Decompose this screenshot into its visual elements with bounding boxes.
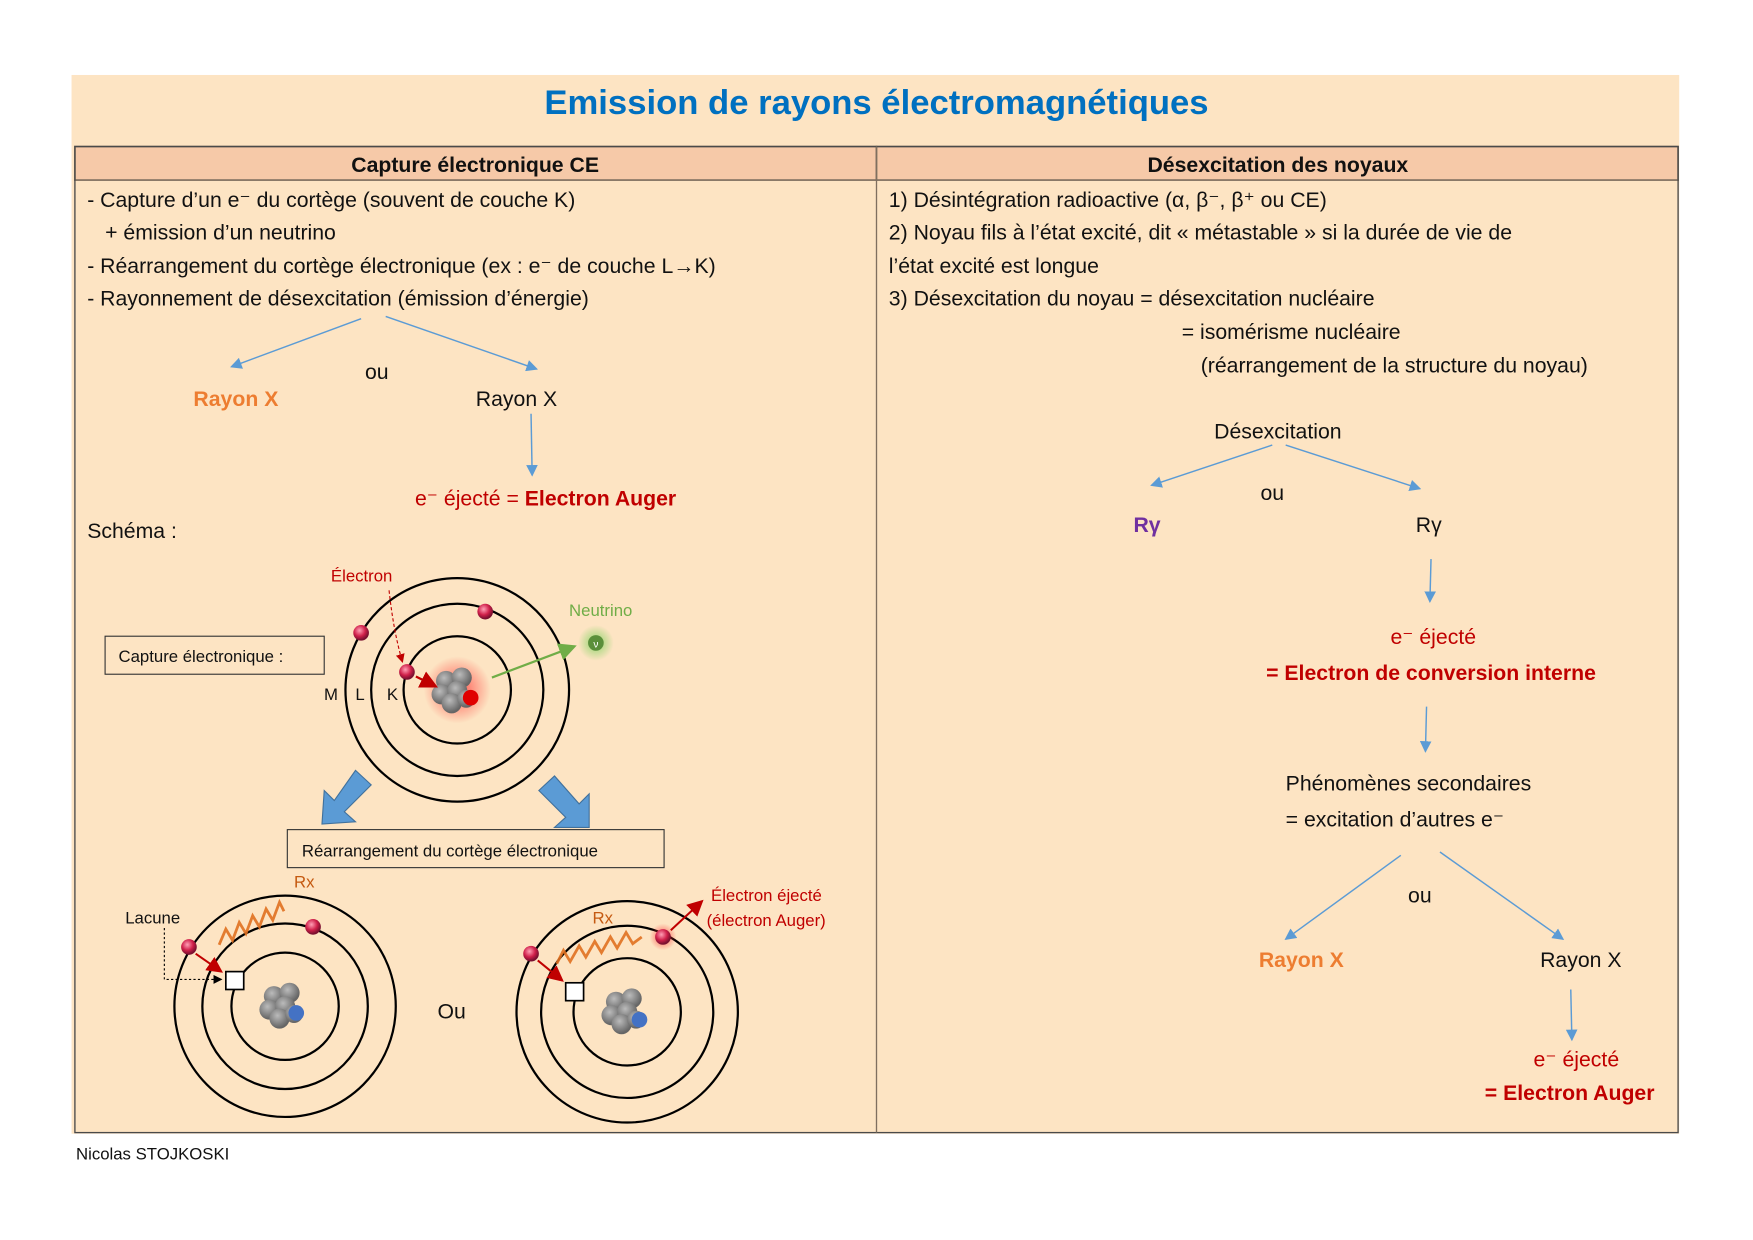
ejected-prefix: e⁻ éjecté =: [415, 486, 525, 510]
left-line-4: - Rayonnement de désexcitation (émission…: [87, 286, 589, 310]
page-background: [71, 74, 1680, 1134]
arrow-down: [526, 413, 538, 477]
electron-l: [477, 603, 494, 620]
page-title: Emission de rayons électromagnétiques: [544, 84, 1208, 122]
conversion-label: = Electron de conversion interne: [1266, 661, 1596, 685]
or-label-2: ou: [1408, 883, 1432, 907]
ejected-label-2: (électron Auger): [707, 911, 826, 930]
arrow-down: [1419, 706, 1432, 753]
big-arrow-right: [538, 775, 590, 828]
atom-rx: [163, 894, 397, 1119]
right-line-6: (réarrangement de la structure du noyau): [1201, 353, 1588, 377]
r-gamma-purple: Rγ: [1133, 513, 1160, 537]
schema-label: Schéma :: [87, 519, 177, 543]
rx-wave: [555, 929, 643, 965]
secondary-line-1: Phénomènes secondaires: [1286, 771, 1532, 795]
rx-wave: [217, 898, 286, 946]
arrow-left: [230, 318, 362, 369]
capture-box: [104, 635, 325, 675]
electron-label: Électron: [331, 566, 392, 585]
electron: [305, 919, 321, 935]
secondary-line-2: = excitation d’autres e⁻: [1286, 807, 1504, 831]
vacancy-square: [564, 981, 585, 1002]
right-line-4: 3) Désexcitation du noyau = désexcitatio…: [889, 286, 1375, 310]
auger-line: e⁻ éjecté = Electron Auger: [415, 486, 676, 510]
rayon-x-orange: Rayon X: [193, 387, 278, 411]
electron: [523, 945, 539, 962]
rayon-x: Rayon X: [476, 387, 557, 411]
rearrangement-box: [286, 829, 665, 869]
electron-k: [399, 664, 415, 680]
arrow-down: [1424, 559, 1436, 604]
right-line-2: 2) Noyau fils à l’état excité, dit « mét…: [889, 220, 1512, 244]
right-line-1: 1) Désintégration radioactive (α, β⁻, β⁺…: [889, 188, 1327, 212]
atom-capture: ν: [344, 576, 614, 803]
arrow-right: [1439, 851, 1565, 941]
arrow-left: [1284, 854, 1402, 941]
shell-k: K: [387, 685, 398, 704]
ejected-label-1: Électron éjecté: [711, 886, 822, 905]
auger-label: = Electron Auger: [1485, 1081, 1655, 1105]
right-line-5: = isomérisme nucléaire: [1182, 320, 1401, 344]
shell-l: L: [355, 685, 364, 704]
big-arrow-left: [321, 769, 372, 825]
vacancy-square: [224, 970, 245, 991]
arrow-down: [1565, 989, 1578, 1042]
desexcitation-label: Désexcitation: [1214, 419, 1341, 443]
rayon-x-orange: Rayon X: [1259, 948, 1344, 972]
rayon-x: Rayon X: [1540, 948, 1621, 972]
arrow-left: [1150, 444, 1273, 488]
shell-m: M: [324, 685, 338, 704]
neutrino-label: Neutrino: [569, 601, 632, 620]
auger-electron: [655, 929, 671, 945]
auger-label: Electron Auger: [525, 486, 676, 510]
neutrino-symbol: ν: [593, 639, 598, 650]
left-header-cell: [74, 145, 878, 181]
right-header: Désexcitation des noyaux: [1147, 153, 1408, 177]
right-line-3: l’état excité est longue: [889, 254, 1099, 278]
ejected-label-2: e⁻ éjecté: [1534, 1048, 1620, 1072]
left-line-2: + émission d’un neutrino: [105, 220, 336, 244]
neutrino-particle: [588, 635, 604, 651]
left-line-3: - Réarrangement du cortège électronique …: [87, 254, 716, 278]
rx-label-2: Rx: [593, 909, 614, 928]
left-header: Capture électronique CE: [351, 153, 599, 177]
arrow-right: [1285, 444, 1422, 492]
rearrangement-box-label: Réarrangement du cortège électronique: [302, 841, 598, 860]
arrow-right: [385, 315, 539, 372]
electron: [181, 939, 197, 955]
author-footer: Nicolas STOJKOSKI: [76, 1144, 229, 1163]
left-line-1: - Capture d’un e⁻ du cortège (souvent de…: [87, 188, 575, 212]
ejected-label: e⁻ éjecté: [1390, 625, 1476, 649]
lacune-label: Lacune: [125, 909, 180, 928]
capture-box-label: Capture électronique :: [119, 647, 284, 666]
or-label: ou: [1260, 481, 1284, 505]
or-label: ou: [365, 360, 389, 384]
atom-auger: [515, 899, 739, 1124]
or-schema: Ou: [438, 1000, 466, 1024]
r-gamma: Rγ: [1416, 513, 1442, 537]
electron-m: [353, 625, 369, 641]
rx-label-1: Rx: [294, 873, 315, 892]
